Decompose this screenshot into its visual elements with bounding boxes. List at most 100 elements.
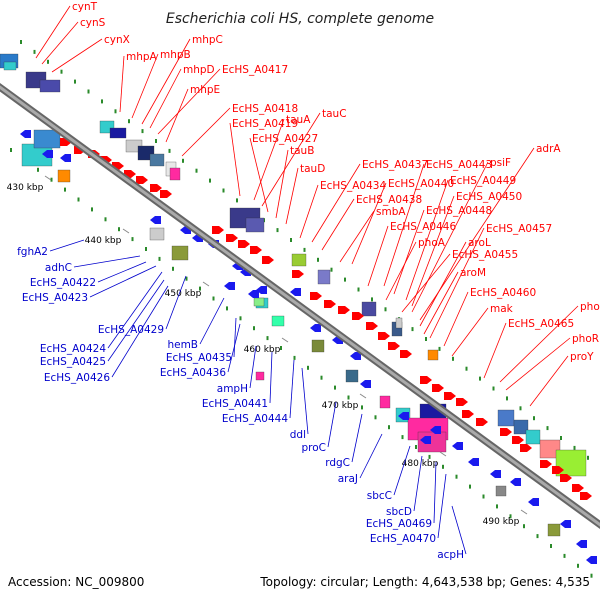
map-title: Escherichia coli HS, complete genome [166, 11, 434, 27]
gene-arrow [366, 322, 378, 330]
gene-label: EcHS_A0435 [166, 352, 232, 364]
gene-label: EcHS_A0437 [362, 159, 428, 171]
gene-label: EcHS_A0460 [470, 287, 536, 299]
gene-arrow [444, 392, 456, 400]
leader-line [411, 195, 455, 307]
leader-line [437, 473, 447, 539]
gc-dot [185, 276, 188, 281]
gc-dot [442, 464, 444, 469]
gc-dot [276, 228, 279, 233]
gene-label: tauA [286, 114, 311, 126]
gc-dot [506, 396, 508, 401]
gene-arrow [398, 412, 409, 420]
gene-arrow [572, 484, 584, 492]
gc-dot [361, 405, 363, 410]
gene-label: aroL [468, 237, 491, 249]
gc-dot [104, 217, 107, 222]
gene-arrow [560, 474, 572, 482]
gene-arrow [238, 240, 250, 248]
gene-arrow [350, 352, 361, 360]
leader-line [351, 182, 387, 265]
leader-line [119, 55, 125, 113]
gene-arrow [226, 234, 238, 242]
gene-label: EcHS_A0425 [40, 356, 106, 368]
tick-mark [439, 451, 447, 457]
leader-line [269, 351, 273, 404]
gene-arrow [476, 418, 488, 426]
gc-dot [141, 129, 144, 134]
gene-label: phoB [580, 301, 600, 313]
gene-label: EcHS_A0426 [44, 372, 110, 384]
gc-dot [199, 286, 201, 291]
gene-arrow [290, 288, 301, 296]
gene-arrow [224, 282, 235, 290]
gene-arrow [248, 290, 259, 298]
gene-label: proY [570, 351, 594, 363]
gc-dot [10, 148, 12, 152]
gene-label: EcHS_A0441 [202, 398, 268, 410]
tick-label: 450 kbp [165, 289, 202, 299]
tick-mark [359, 393, 367, 399]
gene-arrow [292, 270, 304, 278]
gene-label: ddl [290, 429, 306, 441]
gene-label: araJ [338, 473, 358, 485]
gene-block [109, 127, 127, 139]
gene-block [317, 269, 331, 285]
gc-dot [172, 266, 174, 271]
leader-line [367, 225, 389, 287]
gene-arrow [500, 428, 512, 436]
gc-dot [452, 356, 454, 361]
gene-block [345, 369, 359, 383]
gene-arrow [310, 324, 321, 332]
gene-label: rdgC [325, 457, 350, 469]
gene-label: cynS [80, 17, 106, 29]
leader-line [483, 322, 507, 379]
tick-label: 430 kbp [7, 183, 44, 193]
gc-dot [374, 415, 377, 420]
gene-arrow [576, 540, 587, 548]
gene-arrow [490, 470, 501, 478]
gene-label: EcHS_A0424 [40, 343, 106, 355]
tick-mark [281, 337, 289, 343]
gc-dot [114, 109, 117, 114]
gene-label: fghA2 [17, 246, 48, 258]
leader-line [301, 367, 309, 435]
leader-line [505, 337, 571, 391]
gene-block [513, 419, 529, 435]
gene-block [539, 439, 561, 459]
leader-line [321, 198, 355, 251]
leader-line [383, 163, 425, 287]
gene-label: EcHS_A0443 [426, 159, 492, 171]
leader-line [451, 505, 467, 555]
gc-dot [236, 198, 238, 203]
gene-label: EcHS_A0418 [232, 103, 298, 115]
leader-line [111, 285, 169, 378]
leader-line [433, 461, 437, 524]
gc-dot [182, 158, 184, 163]
tick-mark [122, 228, 130, 234]
gc-dot [222, 188, 225, 193]
gc-dot [209, 178, 211, 183]
gene-arrow [512, 436, 524, 444]
gene-label: EcHS_A0465 [508, 318, 574, 330]
gene-label: EcHS_A0444 [222, 413, 288, 425]
gene-arrow [262, 256, 274, 264]
leader-line [165, 88, 189, 143]
leader-line [181, 107, 231, 157]
gc-dot [158, 256, 161, 261]
tick-label: 490 kbp [483, 517, 520, 527]
gene-arrow [430, 426, 441, 434]
gene-label: cynX [104, 34, 130, 46]
gene-arrow [378, 332, 390, 340]
gc-dot [212, 296, 215, 301]
gene-label: EcHS_A0419 [232, 118, 298, 130]
gene-label: EcHS_A0450 [456, 191, 522, 203]
gene-label: sbcD [386, 506, 412, 518]
leader-line [327, 401, 337, 448]
gene-label: adhC [45, 262, 72, 274]
gene-label: hemB [167, 339, 198, 351]
gc-dot [317, 257, 319, 262]
genome-backbone-highlight [0, 85, 600, 527]
gene-label: adrA [536, 143, 561, 155]
gc-dot [509, 514, 512, 519]
